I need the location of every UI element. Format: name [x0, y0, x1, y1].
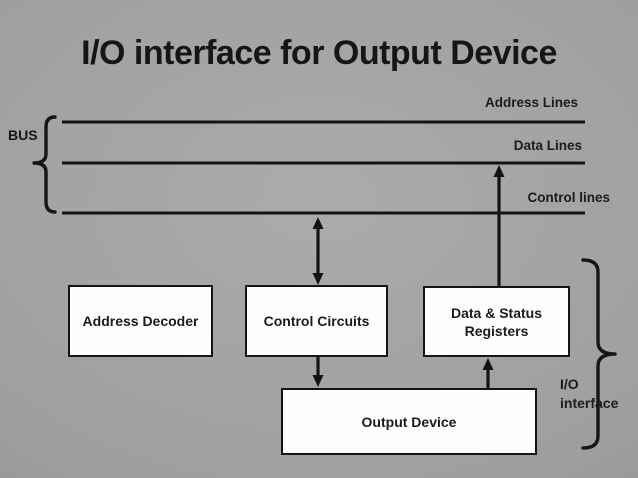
control-circuits-block: Control Circuits	[245, 285, 388, 357]
arrowhead-down-control-circuits	[312, 273, 324, 285]
output-device-block: Output Device	[281, 388, 537, 455]
data-status-registers-label: Data & Status Registers	[450, 304, 543, 339]
bus-label: BUS	[8, 127, 38, 143]
address-decoder-label: Address Decoder	[82, 313, 199, 329]
address-decoder-block: Address Decoder	[68, 285, 213, 357]
output-device-label: Output Device	[361, 413, 457, 430]
control-lines-label: Control lines	[527, 190, 610, 205]
io-interface-bracket	[581, 258, 617, 450]
arrowhead-up-data-line	[493, 165, 505, 177]
arrowhead-down-output-device	[312, 375, 324, 387]
address-lines-label: Address Lines	[484, 95, 578, 110]
data-status-registers-block: Data & Status Registers	[423, 286, 570, 357]
data-lines-label: Data Lines	[513, 138, 582, 153]
io-interface-label: I/O interface	[560, 376, 619, 411]
arrowhead-up-data-status	[482, 358, 494, 370]
arrowhead-up-control-line	[312, 217, 324, 229]
control-circuits-label: Control Circuits	[263, 313, 370, 329]
slide-title: I/O interface for Output Device	[81, 34, 557, 72]
